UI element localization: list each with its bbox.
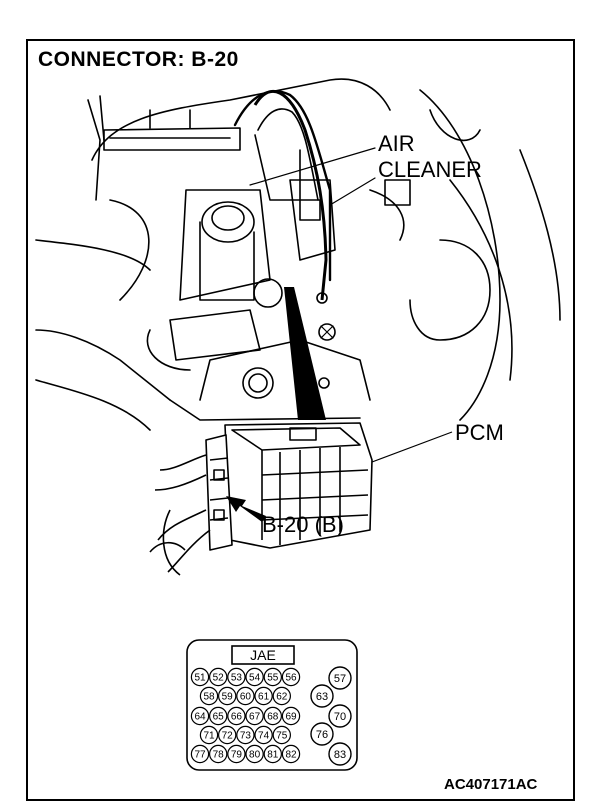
pin-72 [217, 725, 237, 745]
pin-label-52: 52 [213, 673, 225, 684]
pin-67 [245, 706, 264, 726]
pin-53 [227, 667, 246, 687]
pin-label-62: 62 [276, 692, 288, 703]
air-cleaner-label-line1: AIR [378, 131, 415, 156]
pin-79 [227, 744, 246, 764]
connector-title: CONNECTOR: B-20 [38, 48, 239, 71]
pin-label-65: 65 [213, 712, 225, 723]
pin-75 [272, 725, 291, 745]
pin-80 [245, 744, 264, 764]
connector-housing [186, 639, 358, 771]
pin-label-82: 82 [285, 750, 297, 761]
pin-83 [328, 742, 352, 766]
pin-label-61: 61 [258, 692, 270, 703]
pin-label-68: 68 [267, 712, 279, 723]
pin-label-75: 75 [276, 731, 288, 742]
pin-68 [263, 706, 282, 726]
pin-label-78: 78 [213, 750, 225, 761]
pin-label-76: 76 [316, 729, 328, 741]
jae-label-box [231, 645, 295, 665]
pin-label-79: 79 [231, 750, 243, 761]
pin-label-81: 81 [267, 750, 279, 761]
pin-label-80: 80 [249, 750, 261, 761]
pin-55 [263, 667, 282, 687]
pin-59 [217, 686, 237, 706]
pin-76 [310, 722, 334, 746]
pin-70 [328, 704, 352, 728]
pin-label-64: 64 [194, 712, 206, 723]
pin-73 [236, 725, 255, 745]
pin-58 [199, 686, 219, 706]
pin-71 [199, 725, 219, 745]
pin-61 [254, 686, 273, 706]
pin-label-69: 69 [285, 712, 297, 723]
pin-label-51: 51 [194, 673, 206, 684]
pin-54 [245, 667, 264, 687]
pin-69 [281, 706, 301, 726]
pin-56 [281, 667, 301, 687]
pin-81 [263, 744, 282, 764]
pin-label-70: 70 [334, 711, 346, 723]
pin-label-55: 55 [267, 673, 279, 684]
pin-label-53: 53 [231, 673, 243, 684]
pin-74 [254, 725, 273, 745]
pin-57 [328, 666, 352, 690]
pin-label-57: 57 [334, 673, 346, 685]
figure-code: AC407171AC [444, 776, 538, 793]
pin-66 [227, 706, 246, 726]
pin-label-58: 58 [203, 692, 215, 703]
pin-label-72: 72 [222, 731, 234, 742]
connector-pins: JAE 51 52 53 54 55 56 57 58 59 60 61 62 63 64 65 66 67 68 6… [190, 647, 352, 766]
pin-label-73: 73 [240, 731, 252, 742]
pin-64 [190, 706, 210, 726]
pin-label-60: 60 [240, 692, 252, 703]
pin-78 [208, 744, 228, 764]
pin-label-54: 54 [249, 673, 261, 684]
pin-77 [190, 744, 210, 764]
air-cleaner-label-line2: CLEANER [378, 157, 482, 182]
pin-label-67: 67 [249, 712, 261, 723]
pin-63 [310, 684, 334, 708]
pin-label-77: 77 [194, 750, 206, 761]
connector-ref-label: B-20 (B) [262, 512, 344, 537]
pin-60 [236, 686, 255, 706]
pin-label-56: 56 [285, 673, 297, 684]
pin-label-83: 83 [334, 749, 346, 761]
pin-label-63: 63 [316, 691, 328, 703]
jae-header: JAE [250, 647, 276, 663]
figure-frame [26, 39, 575, 801]
pin-82 [281, 744, 301, 764]
pin-label-66: 66 [231, 712, 243, 723]
pin-62 [272, 686, 291, 706]
pin-52 [208, 667, 228, 687]
pin-label-59: 59 [222, 692, 234, 703]
pin-label-71: 71 [203, 731, 215, 742]
pin-51 [190, 667, 210, 687]
pcm-label: PCM [455, 420, 504, 445]
pin-65 [208, 706, 228, 726]
pin-label-74: 74 [258, 731, 270, 742]
